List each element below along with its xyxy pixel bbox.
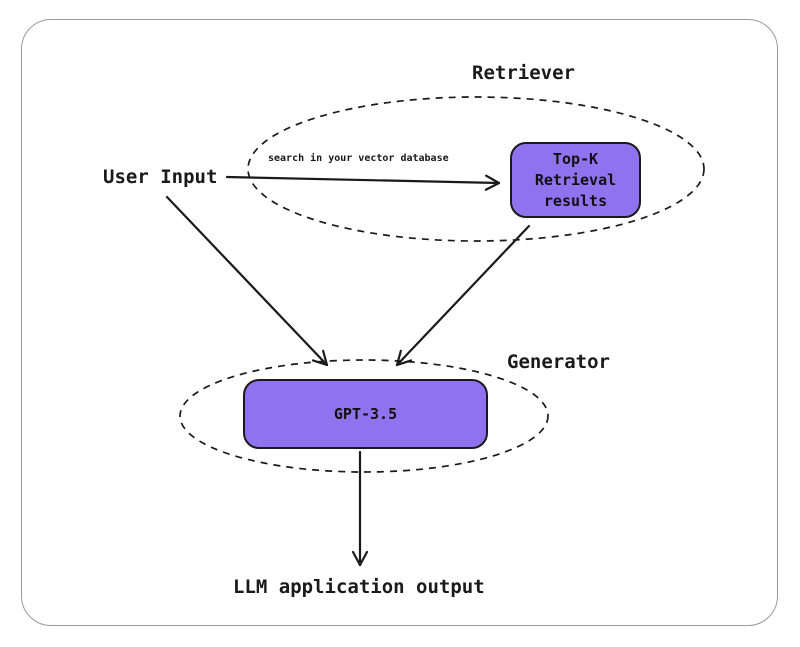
user-input-label: User Input (103, 166, 218, 188)
gpt-node: GPT-3.5 (243, 379, 488, 449)
topk-node-line-1: Top-K (552, 149, 599, 168)
gpt-node-label: GPT-3.5 (333, 405, 398, 423)
arrow-user-input-to-gpt (165, 195, 329, 367)
retriever-group-ellipse (247, 96, 705, 242)
llm-application-output-label: LLM application output (233, 576, 485, 598)
arrow-user-input-to-topk (225, 174, 501, 191)
generator-group-label: Generator (507, 351, 610, 373)
topk-node-line-3: results (543, 191, 608, 210)
generator-group-ellipse (179, 359, 549, 473)
topk-retrieval-results-node: Top-K Retrieval results (510, 142, 641, 218)
arrow-topk-to-gpt (395, 224, 531, 367)
outer-rounded-frame (21, 19, 778, 626)
topk-node-line-2: Retrieval (534, 170, 617, 189)
search-edge-label: search in your vector database (268, 153, 449, 164)
retriever-group-label: Retriever (472, 62, 575, 84)
